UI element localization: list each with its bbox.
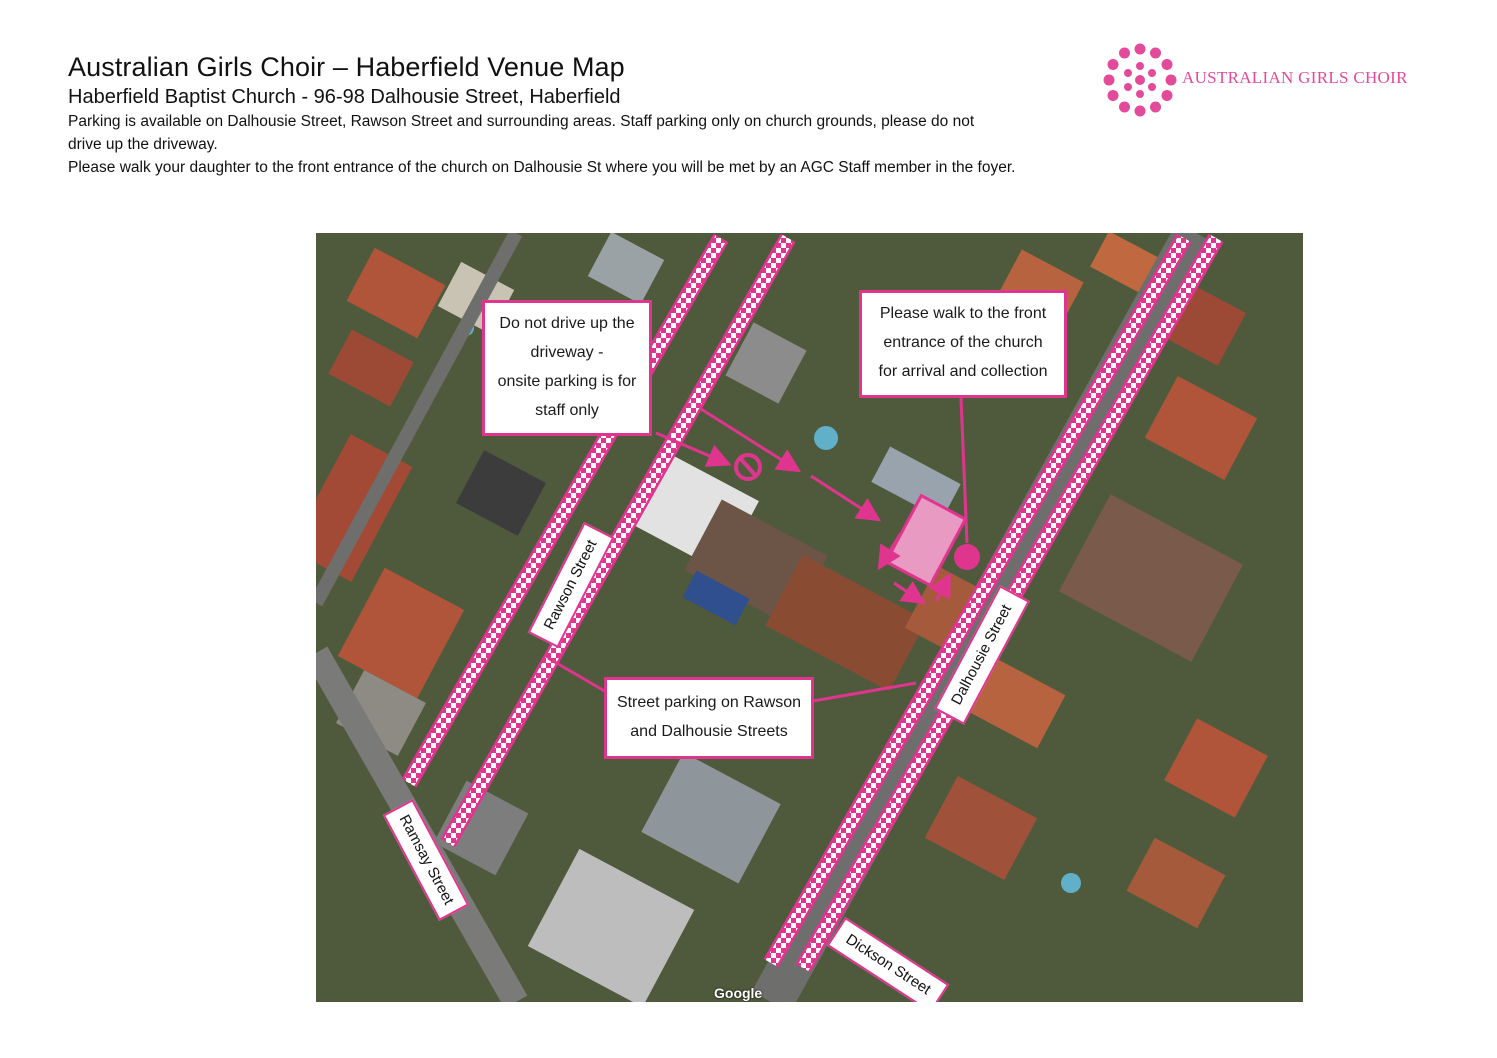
venue-address: Haberfield Baptist Church - 96-98 Dalhou… (68, 86, 621, 108)
parking-callout-line: Street parking on Rawson (616, 694, 802, 711)
agc-logo: AUSTRALIAN GIRLS CHOIR (1100, 40, 1430, 120)
street-parking-callout: Street parking on Rawson and Dalhousie S… (604, 677, 814, 759)
entrance-marker-icon (954, 544, 980, 570)
callout-leader-lines (547, 397, 969, 703)
church-building (884, 493, 968, 588)
aerial-map: Do not drive up the driveway - onsite pa… (316, 233, 1303, 1002)
parking-callout-line: and Dalhousie Streets (630, 723, 788, 740)
driveway-callout: Do not drive up the driveway - onsite pa… (482, 300, 652, 436)
entrance-callout-line: Please walk to the front (879, 305, 1047, 322)
google-attribution: Google (714, 985, 763, 1001)
page-title: Australian Girls Choir – Haberfield Venu… (68, 52, 625, 82)
driveway-callout-line: driveway - (530, 344, 604, 361)
logo-wordmark: AUSTRALIAN GIRLS CHOIR (1182, 68, 1408, 87)
page-header: Australian Girls Choir – Haberfield Venu… (68, 50, 1148, 179)
driveway-callout-line: onsite parking is for (497, 373, 637, 390)
parking-info-line-1: Parking is available on Dalhousie Street… (68, 113, 975, 130)
parking-info-line-2: drive up the driveway. (68, 136, 218, 153)
walk-instructions: Please walk your daughter to the front e… (68, 159, 1016, 176)
driveway-callout-line: Do not drive up the (499, 315, 635, 332)
flower-logo-icon (1103, 43, 1177, 117)
driveway-callout-line: staff only (535, 402, 599, 419)
no-entry-icon (734, 453, 762, 481)
entrance-callout: Please walk to the front entrance of the… (859, 290, 1067, 398)
entrance-callout-line: entrance of the church (883, 334, 1043, 351)
map-canvas (316, 233, 1303, 1002)
direction-arrow-icon (655, 407, 951, 605)
entrance-callout-line: for arrival and collection (878, 363, 1048, 380)
